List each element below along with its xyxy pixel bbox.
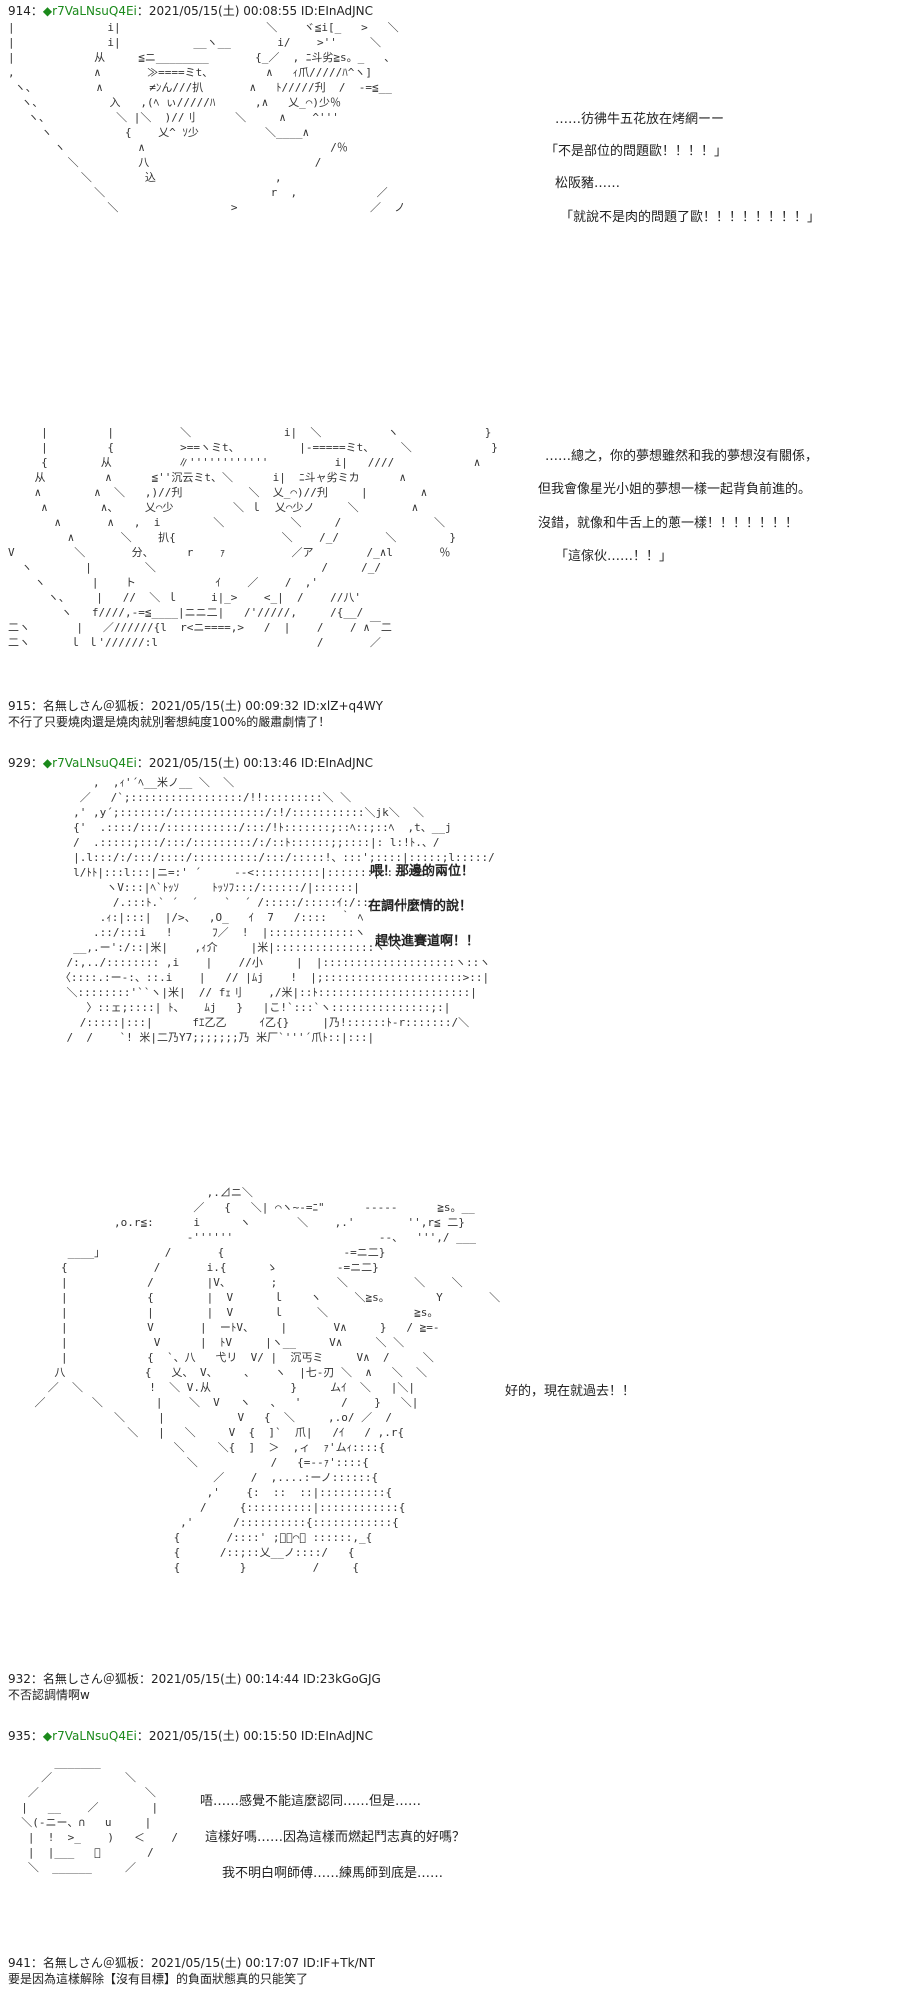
post-header-914: 914：◆r7VaLNsuQ4Ei：2021/05/15(土) 00:08:55… [8, 2, 373, 19]
dialogue-line: 喂！那邊的兩位！ [370, 864, 475, 879]
post-number[interactable]: 914 [8, 4, 31, 18]
dialogue-line: 好的，現在就過去！！ [505, 1384, 636, 1399]
post-number[interactable]: 915 [8, 699, 31, 713]
dialogue-line: ……總之，你的夢想雖然和我的夢想沒有關係， [545, 449, 819, 464]
dialogue-line: 這樣好嗎……因為這樣而燃起鬥志真的好嗎？ [205, 1830, 466, 1845]
post-meta: ：2021/05/15(土) 00:13:46 ID:EInAdJNC [136, 756, 373, 770]
ascii-art-935-1: _______ ／ ＼ ／ ＼ | __ ／ | ＼(‐ニー、∩ u | | !… [21, 1756, 178, 1874]
post-meta: ：2021/05/15(土) 00:08:55 ID:EInAdJNC [136, 4, 373, 18]
separator: ： [30, 699, 43, 713]
post-meta: ：2021/05/15(土) 00:14:44 ID:23kGoGJG [138, 1672, 381, 1686]
post-number[interactable]: 935 [8, 1729, 31, 1743]
dialogue-line: 唔……感覺不能這麼認同……但是…… [200, 1794, 422, 1809]
post-body-915: 不行了只要燒肉還是燒肉就別奢想純度100%的嚴肅劇情了！ [8, 715, 331, 729]
dialogue-line: 趕快進賽道啊！！ [375, 934, 480, 949]
post-meta: ：2021/05/15(土) 00:09:32 ID:xlZ+q4WY [138, 699, 383, 713]
dialogue-line: 我不明白啊師傅……練馬師到底是…… [222, 1866, 444, 1881]
poster-name: 名無しさん＠狐板 [42, 699, 139, 713]
poster-name: 名無しさん＠狐板 [42, 1672, 139, 1686]
post-meta: ：2021/05/15(土) 00:15:50 ID:EInAdJNC [136, 1729, 373, 1743]
trip-code: ◆r7VaLNsuQ4Ei [42, 4, 137, 18]
post-number[interactable]: 929 [8, 756, 31, 770]
ascii-art-929-2: ,.⊿ニ＼ ／ { ＼| ⌒ヽ~-=ﾆ" ----- ≧s。__ ,o.r≦: … [34, 1186, 501, 1574]
ascii-art-914-1: | i| ＼ ヾ≦i[_ > ＼ | i| __ヽ__ i/ >'' ＼ | 从… [8, 21, 406, 214]
post-header-932: 932：名無しさん＠狐板：2021/05/15(土) 00:14:44 ID:2… [8, 1670, 381, 1687]
post-number[interactable]: 932 [8, 1672, 31, 1686]
dialogue-line: 「這傢伙……！！」 [555, 549, 673, 564]
post-meta: ：2021/05/15(土) 00:17:07 ID:IF+Tk/NT [138, 1956, 375, 1970]
ascii-art-914-2: | | ＼ i| ＼ ヽ } | { >==ヽミt、 |-=====ミt、 ＼ … [8, 426, 498, 649]
dialogue-line: 「就說不是肉的問題了歐！！！！！！！！」 [560, 210, 821, 225]
dialogue-line: 「不是部位的問題歐！！！！」 [545, 144, 728, 159]
dialogue-line: ……彷彿牛五花放在烤網ーー [555, 112, 725, 127]
trip-code: ◆r7VaLNsuQ4Ei [42, 1729, 137, 1743]
separator: ： [30, 1672, 43, 1686]
separator: ： [30, 1729, 43, 1743]
post-body-941: 要是因為這樣解除【沒有目標】的負面狀態真的只能笑了 [8, 1972, 309, 1986]
separator: ： [30, 4, 43, 18]
dialogue-line: 沒錯，就像和牛舌上的蔥一樣！！！！！！！ [538, 516, 799, 531]
separator: ： [30, 756, 43, 770]
post-header-941: 941：名無しさん＠狐板：2021/05/15(土) 00:17:07 ID:I… [8, 1954, 375, 1971]
post-header-915: 915：名無しさん＠狐板：2021/05/15(土) 00:09:32 ID:x… [8, 697, 383, 714]
dialogue-line: 但我會像星光小姐的夢想一樣一起背負前進的。 [538, 482, 812, 497]
dialogue-line: 在調什麼情的說！ [368, 899, 473, 914]
post-header-929: 929：◆r7VaLNsuQ4Ei：2021/05/15(土) 00:13:46… [8, 754, 373, 771]
post-body-932: 不否認調情啊w [8, 1688, 90, 1702]
separator: ： [30, 1956, 43, 1970]
poster-name: 名無しさん＠狐板 [42, 1956, 139, 1970]
post-number[interactable]: 941 [8, 1956, 31, 1970]
ascii-art-929-1: , ,ｨ'´ﾍ__米ノ__ ＼ ＼ ／ /`;:::::::::::::::::… [59, 776, 495, 1044]
dialogue-line: 松阪豬…… [555, 176, 621, 191]
post-header-935: 935：◆r7VaLNsuQ4Ei：2021/05/15(土) 00:15:50… [8, 1727, 373, 1744]
trip-code: ◆r7VaLNsuQ4Ei [42, 756, 137, 770]
